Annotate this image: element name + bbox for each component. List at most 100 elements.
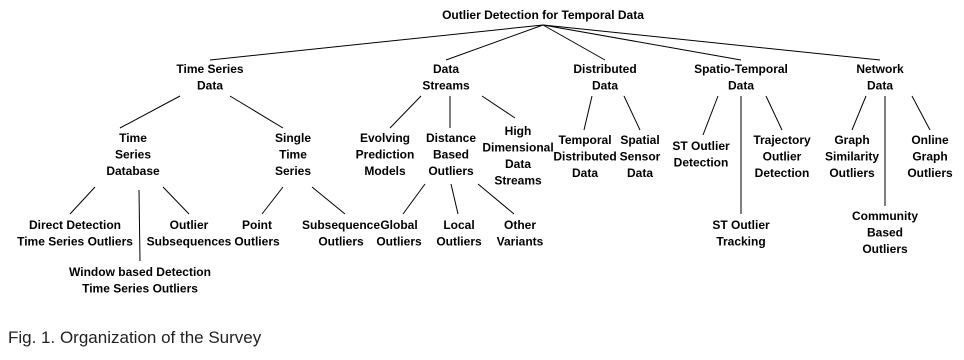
node-label-line: Window based Detection <box>69 265 211 279</box>
tree-nodes: Outlier Detection for Temporal DataTime … <box>17 8 953 296</box>
node-label-line: Streams <box>494 174 542 188</box>
node-label-line: High <box>505 124 532 138</box>
node-label-line: Time <box>279 148 307 162</box>
node-label-line: Data <box>197 79 223 93</box>
node-label-line: Time Series Outliers <box>82 282 198 296</box>
node-label-line: Detection <box>755 166 810 180</box>
tree-edge <box>477 183 515 215</box>
node-label-line: Community <box>852 209 918 223</box>
node-label-line: Evolving <box>360 131 410 145</box>
node-label-line: Point <box>242 218 272 232</box>
node-label-line: Subsequence <box>302 218 380 232</box>
tree-edge <box>542 24 881 61</box>
node-label-line: Variants <box>497 235 544 249</box>
tree-edge <box>542 24 606 61</box>
node-label-line: Global <box>380 218 417 232</box>
node-label-line: Series <box>275 164 311 178</box>
node-label-line: Distributed <box>553 150 616 164</box>
node-label-line: Distance <box>426 131 476 145</box>
tree-edge <box>911 95 931 131</box>
node-label-line: Outliers <box>376 235 422 249</box>
tree-edge <box>402 183 426 215</box>
node-label-line: Time Series Outliers <box>17 235 133 249</box>
node-label-line: Subsequences <box>147 235 232 249</box>
node-label-line: Online <box>911 133 949 147</box>
node-label-line: Outliers <box>318 235 364 249</box>
node-label-line: Sensor <box>620 150 661 164</box>
node-label-line: Spatial <box>620 133 659 147</box>
node-label-line: Spatio-Temporal <box>694 62 788 76</box>
node-label-line: Database <box>106 164 160 178</box>
tree-edge <box>702 95 719 136</box>
node-label-line: Data <box>627 166 653 180</box>
node-root: Outlier Detection for Temporal Data <box>442 8 644 22</box>
tree-edge <box>69 186 96 215</box>
node-label-line: Graph <box>834 133 869 147</box>
node-label-line: Direct Detection <box>29 218 121 232</box>
node-label-line: Trajectory <box>753 133 811 147</box>
node-label-line: Streams <box>422 79 470 93</box>
figure-caption: Fig. 1. Organization of the Survey <box>8 328 262 347</box>
tree-edge <box>450 183 459 215</box>
tree-edge <box>765 95 783 131</box>
node-label-line: Outliers <box>907 166 953 180</box>
node-label-line: ST Outlier <box>672 139 730 153</box>
node-label-line: Single <box>275 131 311 145</box>
tree-edge <box>542 24 742 61</box>
tree-edge <box>209 24 544 61</box>
node-label-line: Series <box>115 148 151 162</box>
node-label-line: Data <box>572 166 598 180</box>
node-label-line: Time <box>119 131 147 145</box>
tree-edge <box>851 95 867 131</box>
tree-edge <box>162 186 190 215</box>
tree-edge <box>481 95 516 119</box>
node-label-line: Tracking <box>716 235 765 249</box>
node-label-line: Outlier Detection for Temporal Data <box>442 8 644 22</box>
tree-edge <box>119 95 181 129</box>
tree-edge <box>138 189 141 262</box>
tree-edge <box>229 95 284 129</box>
node-label-line: ST Outlier <box>712 218 770 232</box>
node-label-line: Outlier <box>170 218 209 232</box>
node-label-line: Outliers <box>862 242 908 256</box>
node-label-line: Outliers <box>234 235 280 249</box>
node-label-line: Prediction <box>356 148 415 162</box>
node-label-line: Dimensional <box>482 141 553 155</box>
node-label-line: Data <box>592 79 618 93</box>
node-label-line: Outliers <box>829 166 875 180</box>
node-label-line: Data <box>505 157 531 171</box>
node-label-line: Based <box>867 226 903 240</box>
tree-edge <box>311 186 346 215</box>
node-label-line: Outliers <box>436 235 482 249</box>
tree-edge <box>623 95 641 131</box>
node-label-line: Graph <box>912 150 947 164</box>
survey-tree-diagram: Outlier Detection for Temporal DataTime … <box>17 8 953 296</box>
tree-edges <box>69 24 931 262</box>
node-label-line: Based <box>433 148 469 162</box>
node-label-line: Models <box>364 164 406 178</box>
tree-edge <box>389 95 422 129</box>
tree-edge <box>261 186 284 215</box>
node-label-line: Similarity <box>825 150 879 164</box>
node-label-line: Other <box>504 218 536 232</box>
